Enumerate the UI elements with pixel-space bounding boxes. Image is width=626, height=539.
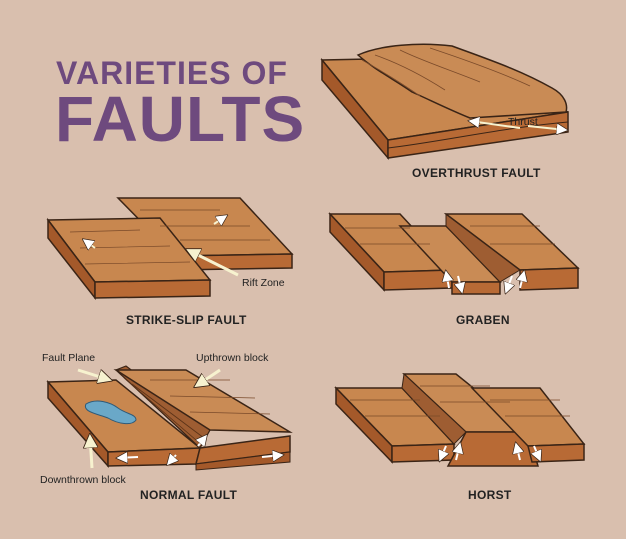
rift-zone-label: Rift Zone	[242, 277, 285, 289]
title-line-1: VARIETIES OF	[56, 55, 288, 91]
thrust-label: Thrust	[508, 116, 538, 128]
overthrust-fault-diagram	[320, 43, 568, 161]
upthrown-block-label: Upthrown block	[196, 352, 269, 364]
downthrown-block-label: Downthrown block	[40, 474, 126, 486]
graben-diagram	[328, 212, 580, 294]
horst-diagram	[334, 372, 586, 467]
fault-plane-label: Fault Plane	[42, 352, 96, 364]
horst-caption: HORST	[468, 488, 512, 502]
overthrust-fault-caption: OVERTHRUST FAULT	[412, 166, 541, 180]
title-line-2: FAULTS	[55, 83, 306, 155]
strike-slip-fault-diagram	[46, 197, 294, 301]
graben-caption: GRABEN	[456, 313, 510, 327]
strike-slip-fault-caption: STRIKE-SLIP FAULT	[126, 313, 247, 327]
normal-fault-diagram	[46, 365, 293, 471]
normal-fault-caption: NORMAL FAULT	[140, 488, 238, 502]
